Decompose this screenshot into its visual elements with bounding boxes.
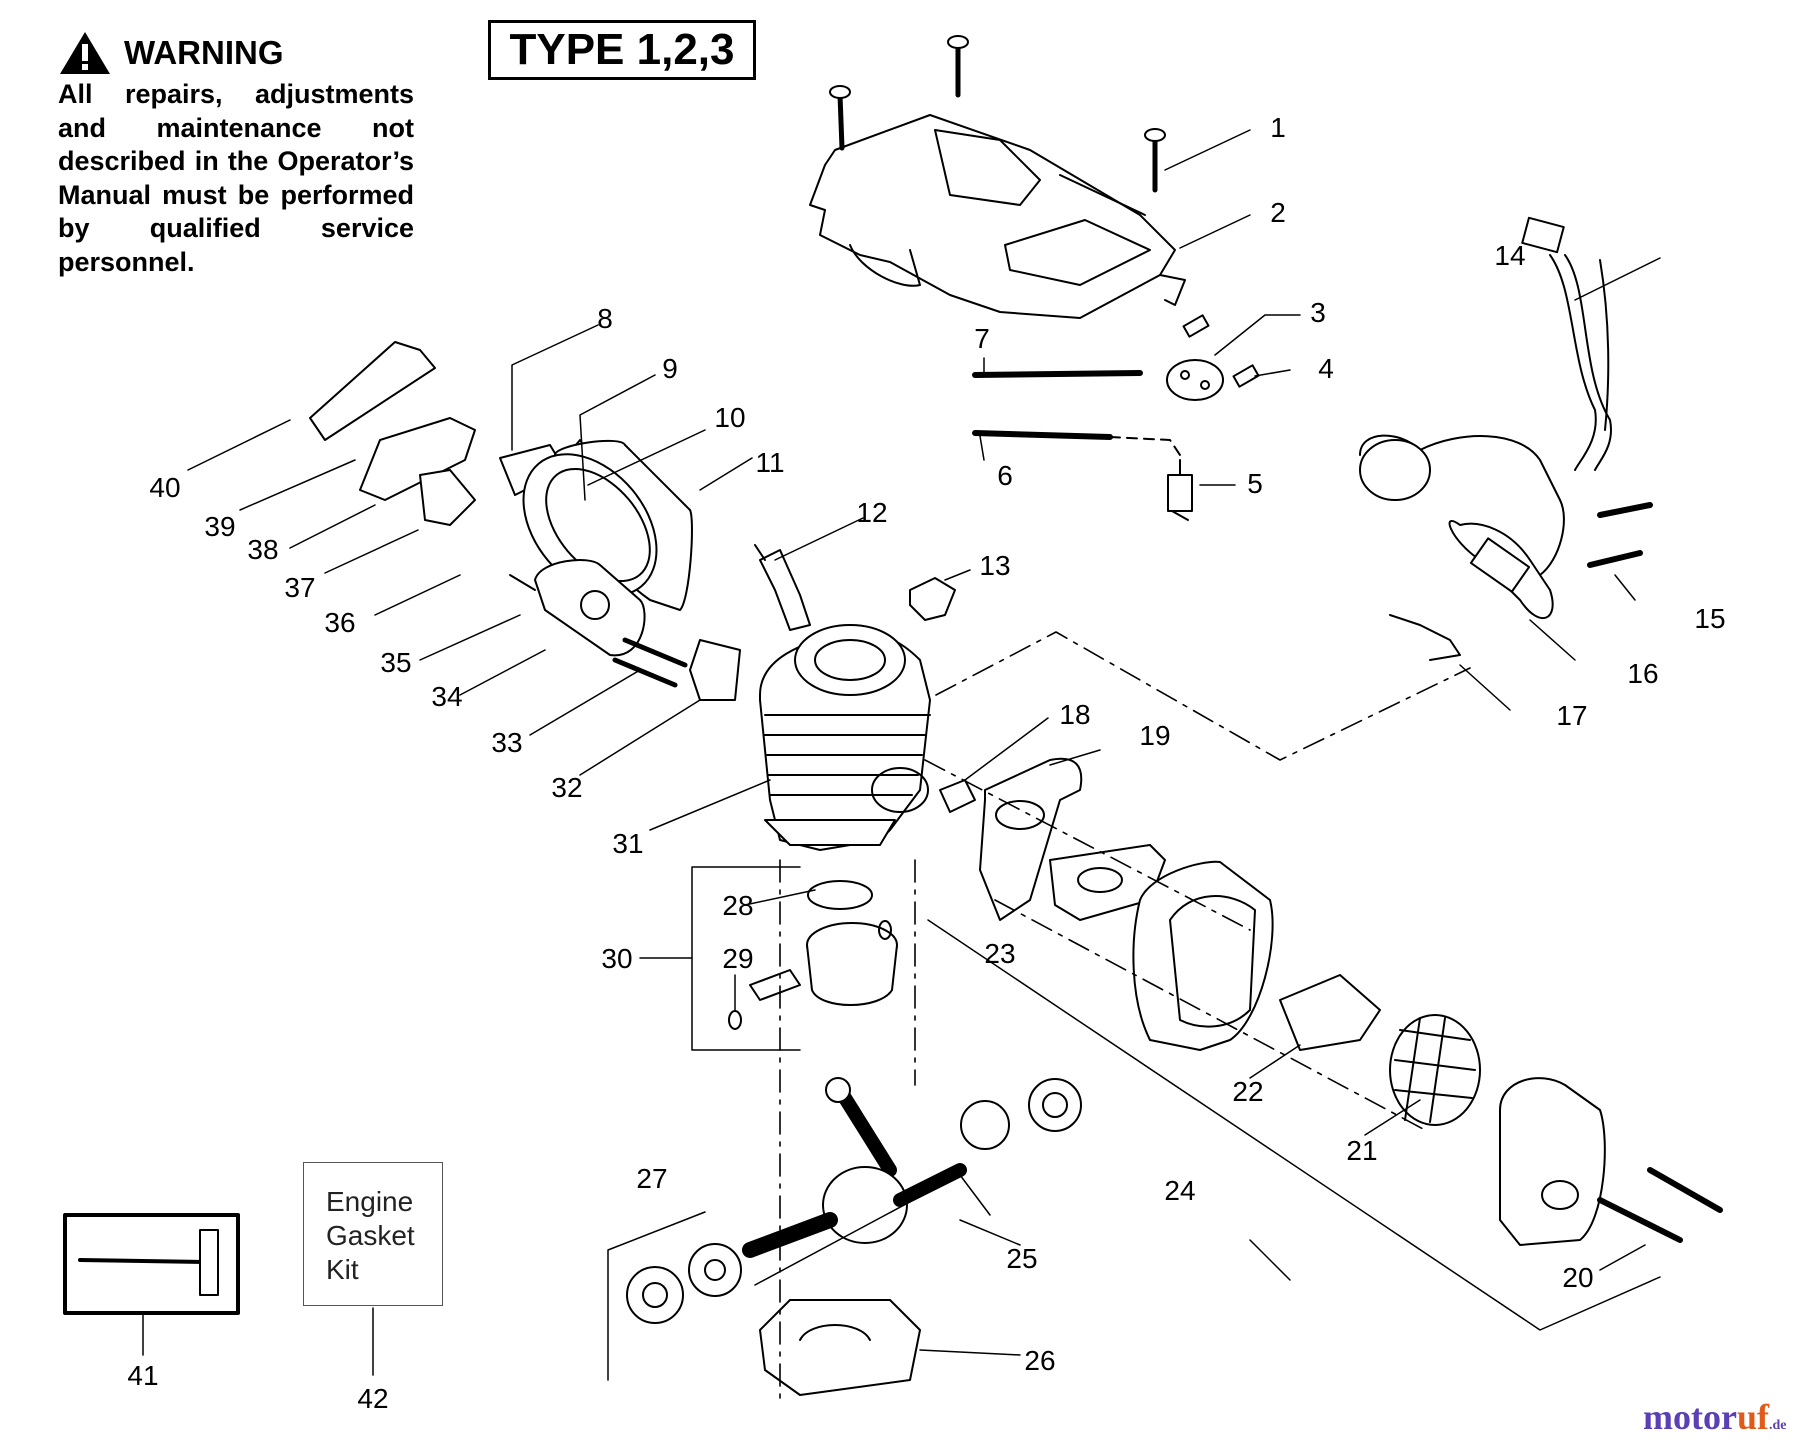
cover-screws xyxy=(829,35,1166,193)
part-label-19: 19 xyxy=(1139,720,1170,751)
part-label-24: 24 xyxy=(1164,1175,1195,1206)
part-label-5: 5 xyxy=(1247,468,1263,499)
piston xyxy=(728,880,898,1030)
part-label-7: 7 xyxy=(974,323,990,354)
part-label-11: 11 xyxy=(755,447,784,478)
part-label-36: 36 xyxy=(324,607,355,638)
part-label-25: 25 xyxy=(1006,1243,1037,1274)
watermark-brand-b: uf xyxy=(1736,1397,1769,1437)
part-label-12: 12 xyxy=(856,497,887,528)
part-number-labels: 1234567891011121314151617181920212223242… xyxy=(127,112,1725,1414)
part-label-32: 32 xyxy=(551,772,582,803)
part-label-18: 18 xyxy=(1059,699,1090,730)
leader-lines xyxy=(142,129,1661,1376)
type-label: TYPE 1,2,3 xyxy=(488,20,756,80)
part-label-9: 9 xyxy=(662,353,678,384)
part-label-2: 2 xyxy=(1270,197,1286,228)
group-brackets xyxy=(607,866,1661,1381)
warning-title: WARNING xyxy=(124,34,284,71)
part-label-28: 28 xyxy=(722,890,753,921)
part-label-26: 26 xyxy=(1024,1345,1055,1376)
wire-harness xyxy=(1521,216,1612,471)
part-label-40: 40 xyxy=(149,472,180,503)
warning-triangle-icon xyxy=(60,32,110,74)
crankshaft xyxy=(626,1077,1082,1396)
watermark-suffix: .de xyxy=(1768,1418,1787,1433)
combination-tool xyxy=(63,1213,240,1315)
part-label-15: 15 xyxy=(1694,603,1725,634)
part-label-21: 21 xyxy=(1346,1135,1377,1166)
part-label-13: 13 xyxy=(979,550,1010,581)
kit-label-line-1: Engine xyxy=(326,1186,414,1217)
engine-gasket-kit-box: Engine Gasket Kit xyxy=(303,1162,443,1306)
part-label-27: 27 xyxy=(636,1163,667,1194)
spark-plug xyxy=(754,544,956,631)
part-label-34: 34 xyxy=(431,681,462,712)
part-label-6: 6 xyxy=(997,460,1013,491)
part-label-10: 10 xyxy=(714,402,745,433)
air-filter-and-carburetor xyxy=(309,341,693,657)
part-label-37: 37 xyxy=(284,572,315,603)
assembly-lines xyxy=(779,631,1471,1401)
part-label-4: 4 xyxy=(1318,353,1334,384)
kit-label-line-3: Kit xyxy=(326,1254,359,1285)
part-label-29: 29 xyxy=(722,943,753,974)
part-label-41: 41 xyxy=(127,1360,158,1391)
watermark-logo: motoruf.de xyxy=(1643,1396,1786,1438)
part-label-31: 31 xyxy=(612,828,643,859)
warning-notice: WARNING All repairs, adjustments and mai… xyxy=(58,30,414,279)
part-label-30: 30 xyxy=(601,943,632,974)
part-label-3: 3 xyxy=(1310,297,1326,328)
part-label-38: 38 xyxy=(247,534,278,565)
warning-heading: WARNING xyxy=(58,30,414,76)
part-label-35: 35 xyxy=(380,647,411,678)
part-label-20: 20 xyxy=(1562,1262,1593,1293)
part-label-14: 14 xyxy=(1494,240,1525,271)
part-label-42: 42 xyxy=(357,1383,388,1414)
muffler-assembly xyxy=(1132,860,1723,1246)
kit-label-line-2: Gasket xyxy=(326,1220,415,1251)
part-label-23: 23 xyxy=(984,938,1015,969)
part-label-33: 33 xyxy=(491,727,522,758)
ignition-module xyxy=(1359,434,1653,661)
part-label-39: 39 xyxy=(204,511,235,542)
part-label-22: 22 xyxy=(1232,1076,1263,1107)
warning-text: All repairs, adjustments and maintenance… xyxy=(58,79,414,277)
part-label-17: 17 xyxy=(1556,700,1587,731)
watermark-brand-a: motor xyxy=(1643,1397,1737,1437)
small-parts-top xyxy=(972,314,1260,521)
exhaust-gaskets xyxy=(939,757,1166,921)
part-label-1: 1 xyxy=(1270,112,1286,143)
cylinder-cover xyxy=(809,114,1186,319)
cylinder xyxy=(612,624,931,851)
part-label-8: 8 xyxy=(597,303,613,334)
part-label-16: 16 xyxy=(1627,658,1658,689)
